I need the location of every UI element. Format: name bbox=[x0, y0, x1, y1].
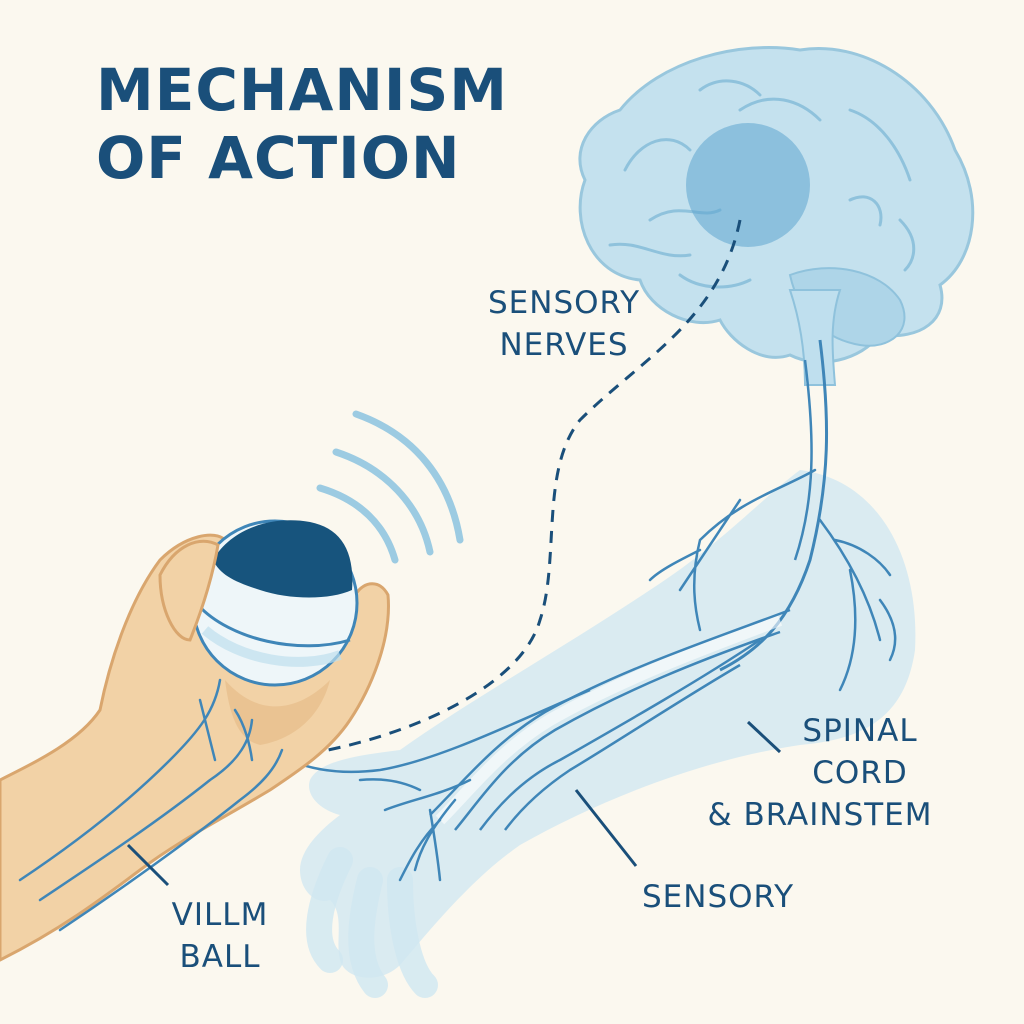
label-villm-ball-line-1: VILLM bbox=[171, 897, 269, 933]
title-line-2: OF ACTION bbox=[96, 124, 461, 192]
arm-nerve-bundle bbox=[435, 614, 783, 825]
sensory-nerve-to-hand bbox=[284, 688, 591, 774]
label-sensory-nerves-line-2: NERVES bbox=[499, 327, 629, 363]
label-sensory-nerves: SENSORY NERVES bbox=[478, 282, 650, 366]
leader-sensory bbox=[574, 789, 638, 867]
brainstem bbox=[788, 289, 842, 386]
label-sensory-text: SENSORY bbox=[641, 879, 795, 915]
label-sensory: SENSORY bbox=[628, 876, 808, 918]
brain bbox=[578, 46, 975, 364]
title-line-1: MECHANISM bbox=[96, 56, 508, 124]
brain-highlight bbox=[686, 123, 810, 247]
label-spinal-cord-line-3: & BRAINSTEM bbox=[707, 797, 933, 833]
arm-fingers bbox=[306, 847, 438, 998]
vibration-wave-1 bbox=[316, 484, 399, 564]
shoulder-nerve-branches bbox=[648, 468, 897, 692]
arm-silhouette bbox=[300, 470, 916, 978]
label-villm-ball-line-2: BALL bbox=[179, 939, 261, 975]
vibration-wave-2 bbox=[332, 448, 434, 556]
ball bbox=[191, 519, 359, 687]
spinal-cord-edge bbox=[793, 359, 813, 561]
label-sensory-nerves-line-1: SENSORY bbox=[487, 285, 641, 321]
page-title: MECHANISM OF ACTION bbox=[96, 56, 508, 192]
spinal-cord bbox=[719, 339, 829, 672]
label-spinal-cord-brainstem: SPINAL CORD & BRAINSTEM bbox=[690, 710, 950, 836]
leader-villm-ball bbox=[126, 843, 170, 887]
vibration-wave-3 bbox=[352, 410, 464, 544]
leader-spinal-cord bbox=[746, 720, 782, 754]
arm-nerve-2 bbox=[454, 630, 781, 831]
arm-nerve-3 bbox=[479, 638, 761, 831]
wrist-nerve-branches bbox=[358, 778, 472, 882]
thumb bbox=[158, 539, 220, 642]
label-villm-ball: VILLM BALL bbox=[150, 894, 290, 978]
label-spinal-cord-line-2: CORD bbox=[812, 755, 908, 791]
label-spinal-cord-line-1: SPINAL bbox=[802, 713, 918, 749]
hand-nerves bbox=[18, 678, 284, 932]
arm-nerve-4 bbox=[504, 663, 741, 831]
dashed-signal-path bbox=[299, 219, 742, 757]
